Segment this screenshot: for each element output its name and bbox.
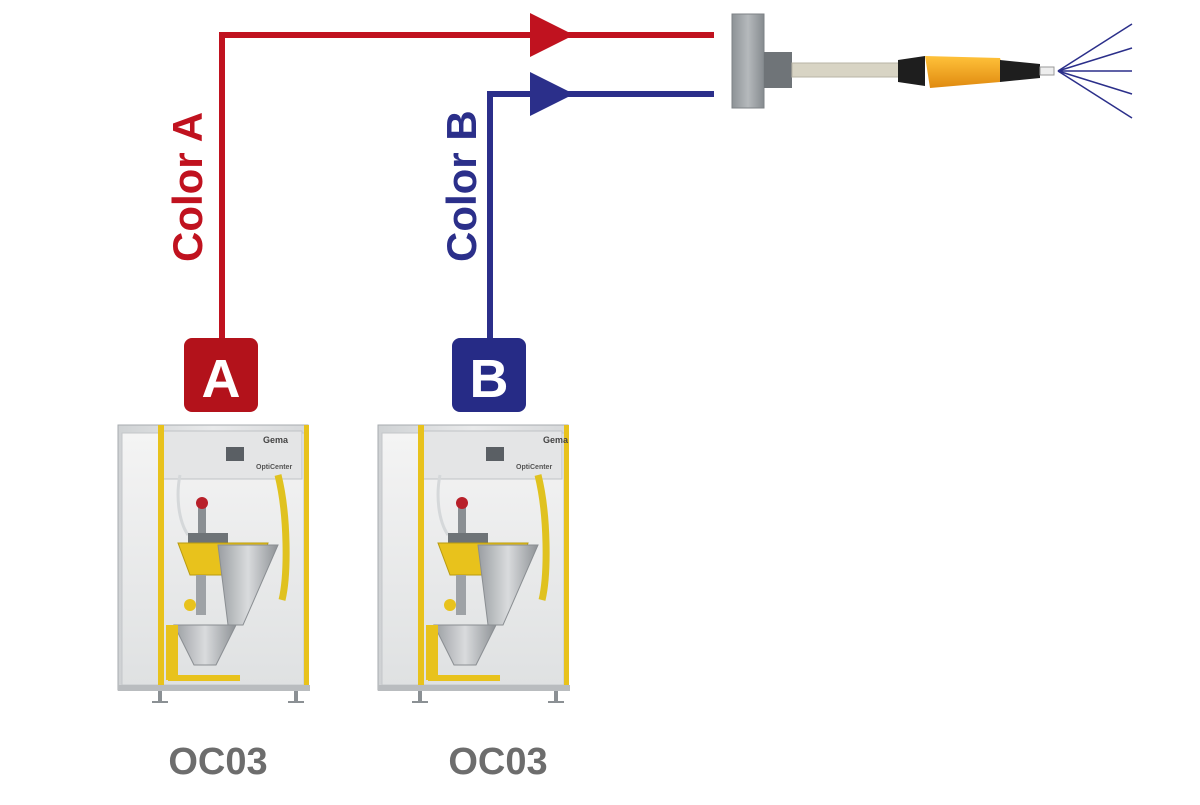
badge-b-letter: B <box>470 349 509 409</box>
spray-pattern <box>1057 23 1133 119</box>
powder-center-a: Gema OptiCenter OC03 <box>118 425 310 783</box>
cabinet-brand: Gema <box>543 435 569 445</box>
unit-b-caption: OC03 <box>448 741 547 783</box>
badge-a: A <box>184 338 258 412</box>
powder-center-b: Gema OptiCenter OC03 <box>378 425 570 783</box>
powder-spray-gun-icon <box>731 13 1133 119</box>
color-b-label: Color B <box>438 110 485 262</box>
cabinet-panel-text: OptiCenter <box>516 464 552 471</box>
cabinet-brand: Gema <box>263 435 289 445</box>
powder-center-cabinet-icon: Gema OptiCenter <box>378 425 570 702</box>
color-a-label: Color A <box>164 112 211 262</box>
powder-center-cabinet-icon: Gema OptiCenter <box>118 425 310 702</box>
badge-b: B <box>452 338 526 412</box>
unit-a-caption: OC03 <box>168 741 267 783</box>
color-b-arrowhead <box>530 72 574 116</box>
color-b-line <box>487 91 714 338</box>
cabinet-panel-text: OptiCenter <box>256 464 292 471</box>
badge-a-letter: A <box>202 349 241 409</box>
color-a-arrowhead <box>530 13 574 57</box>
